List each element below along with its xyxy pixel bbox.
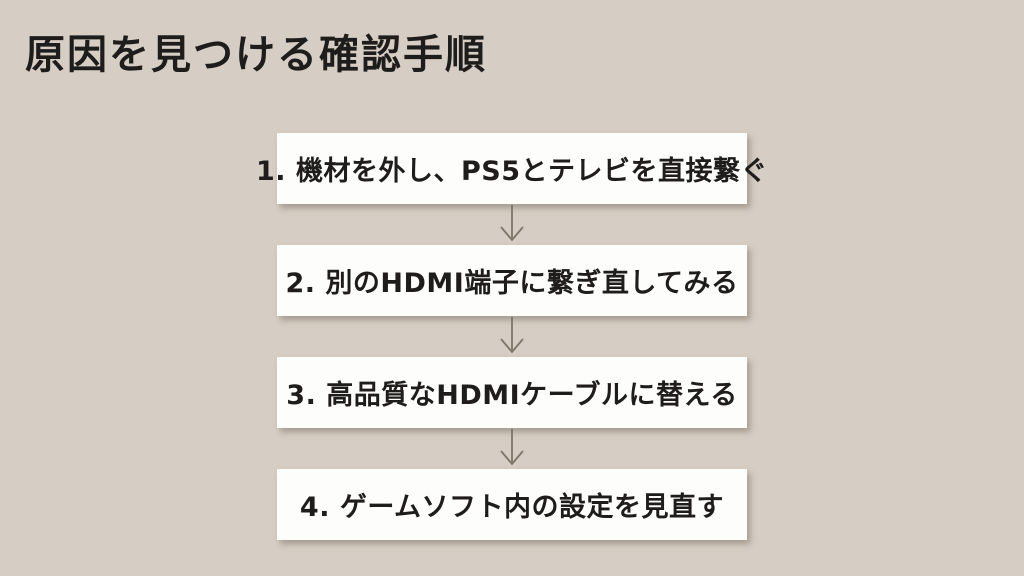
step-box-2: 2. 別のHDMI端子に繋ぎ直してみる	[277, 245, 747, 316]
step-label-1: 1. 機材を外し、PS5とテレビを直接繋ぐ	[256, 156, 768, 187]
arrow-down-icon	[500, 317, 524, 354]
step-box-3: 3. 高品質なHDMIケーブルに替える	[277, 357, 747, 428]
flow-connector-1	[277, 204, 747, 245]
flow-connector-3	[277, 428, 747, 469]
flowchart: 1. 機材を外し、PS5とテレビを直接繋ぐ 2. 別のHDMI端子に繋ぎ直してみ…	[256, 133, 767, 540]
step-box-1: 1. 機材を外し、PS5とテレビを直接繋ぐ	[256, 133, 767, 204]
page-title: 原因を見つける確認手順	[25, 32, 487, 78]
step-box-4: 4. ゲームソフト内の設定を見直す	[277, 469, 747, 540]
step-label-4: 4. ゲームソフト内の設定を見直す	[299, 492, 725, 523]
flow-connector-2	[277, 316, 747, 357]
step-label-3: 3. 高品質なHDMIケーブルに替える	[286, 380, 738, 411]
arrow-down-icon	[500, 205, 524, 242]
step-label-2: 2. 別のHDMI端子に繋ぎ直してみる	[285, 268, 739, 299]
arrow-down-icon	[500, 429, 524, 466]
